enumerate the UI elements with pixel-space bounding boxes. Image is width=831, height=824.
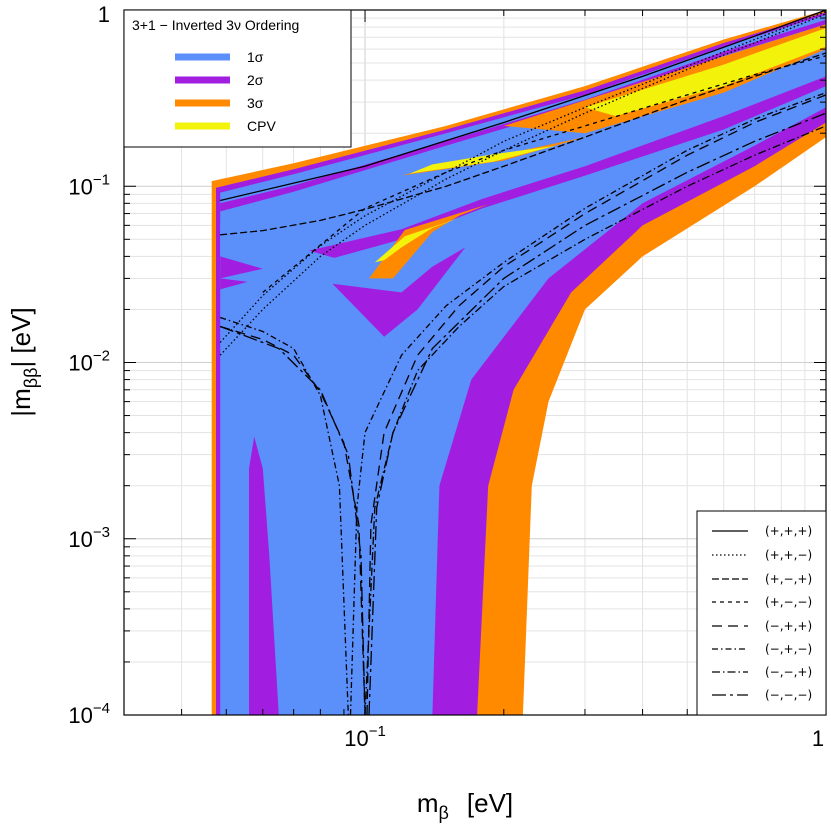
line-legend-label: (−,−,−) bbox=[765, 688, 812, 702]
x-axis-label: mβ[eV] bbox=[417, 788, 513, 823]
x-tick-label: 10−1 bbox=[344, 723, 386, 751]
curve-(+,−,+) bbox=[220, 52, 826, 236]
line-legend-label: (−,−,+) bbox=[765, 665, 812, 679]
curve-(+,+,−) bbox=[219, 10, 826, 343]
legend-label-2sigma: 2σ bbox=[247, 72, 264, 88]
legend-label-1sigma: 1σ bbox=[247, 49, 264, 65]
line-legend-label: (−,+,+) bbox=[765, 619, 812, 633]
band-2σ bbox=[249, 436, 279, 715]
y-tick-label: 1 bbox=[98, 2, 110, 27]
y-tick-label: 10−3 bbox=[68, 524, 110, 552]
curve-(−,+,+) bbox=[220, 325, 366, 715]
curve-(−,+,−) bbox=[349, 91, 826, 715]
band-CPV bbox=[585, 28, 826, 117]
line-legend-label: (+,−,−) bbox=[765, 595, 812, 609]
band-legend-box bbox=[123, 9, 352, 148]
line-style-legend: (+,+,+) (+,+,−) (+,−,+) (+,−,−) (−,+,+) … bbox=[696, 510, 827, 716]
curve-(+,−,−) bbox=[262, 55, 826, 293]
sign-combination-curves bbox=[219, 10, 826, 715]
curve-(−,−,−) bbox=[219, 325, 366, 715]
y-tick-label: 10−2 bbox=[68, 348, 110, 376]
line-legend-box bbox=[696, 510, 827, 716]
curve-(−,+,+) bbox=[366, 94, 826, 715]
confidence-bands bbox=[211, 10, 826, 715]
x-tick-label: 1 bbox=[812, 726, 824, 751]
band-CPV bbox=[374, 218, 460, 263]
legend-label-3sigma: 3σ bbox=[247, 95, 264, 111]
legend-label-cpv: CPV bbox=[247, 118, 276, 134]
band-legend-title: 3+1 − Inverted 3ν Ordering bbox=[132, 17, 299, 33]
band-2σ bbox=[332, 247, 466, 337]
line-legend-label: (−,+,−) bbox=[765, 642, 812, 656]
line-legend-label: (+,+,−) bbox=[765, 548, 812, 562]
curve-(+,+,+) bbox=[220, 10, 826, 202]
band-1σ bbox=[230, 362, 236, 592]
band-3σ bbox=[369, 204, 489, 279]
curve-(+,+,−) bbox=[219, 13, 826, 356]
band-2σ bbox=[220, 256, 263, 279]
band-legend: 3+1 − Inverted 3ν Ordering 1σ 2σ 3σ CPV bbox=[123, 9, 352, 148]
curve-(−,+,−) bbox=[219, 316, 349, 715]
curve-(−,−,−) bbox=[368, 112, 826, 715]
band-CPV bbox=[409, 145, 557, 174]
curve-(−,−,+) bbox=[364, 125, 826, 715]
y-tick-label: 10−4 bbox=[68, 700, 110, 728]
line-legend-label: (+,−,+) bbox=[765, 572, 812, 586]
y-axis-label: |mββ| [eV] bbox=[6, 307, 41, 416]
y-tick-label: 10−1 bbox=[68, 171, 110, 199]
line-legend-label: (+,+,+) bbox=[765, 524, 812, 538]
